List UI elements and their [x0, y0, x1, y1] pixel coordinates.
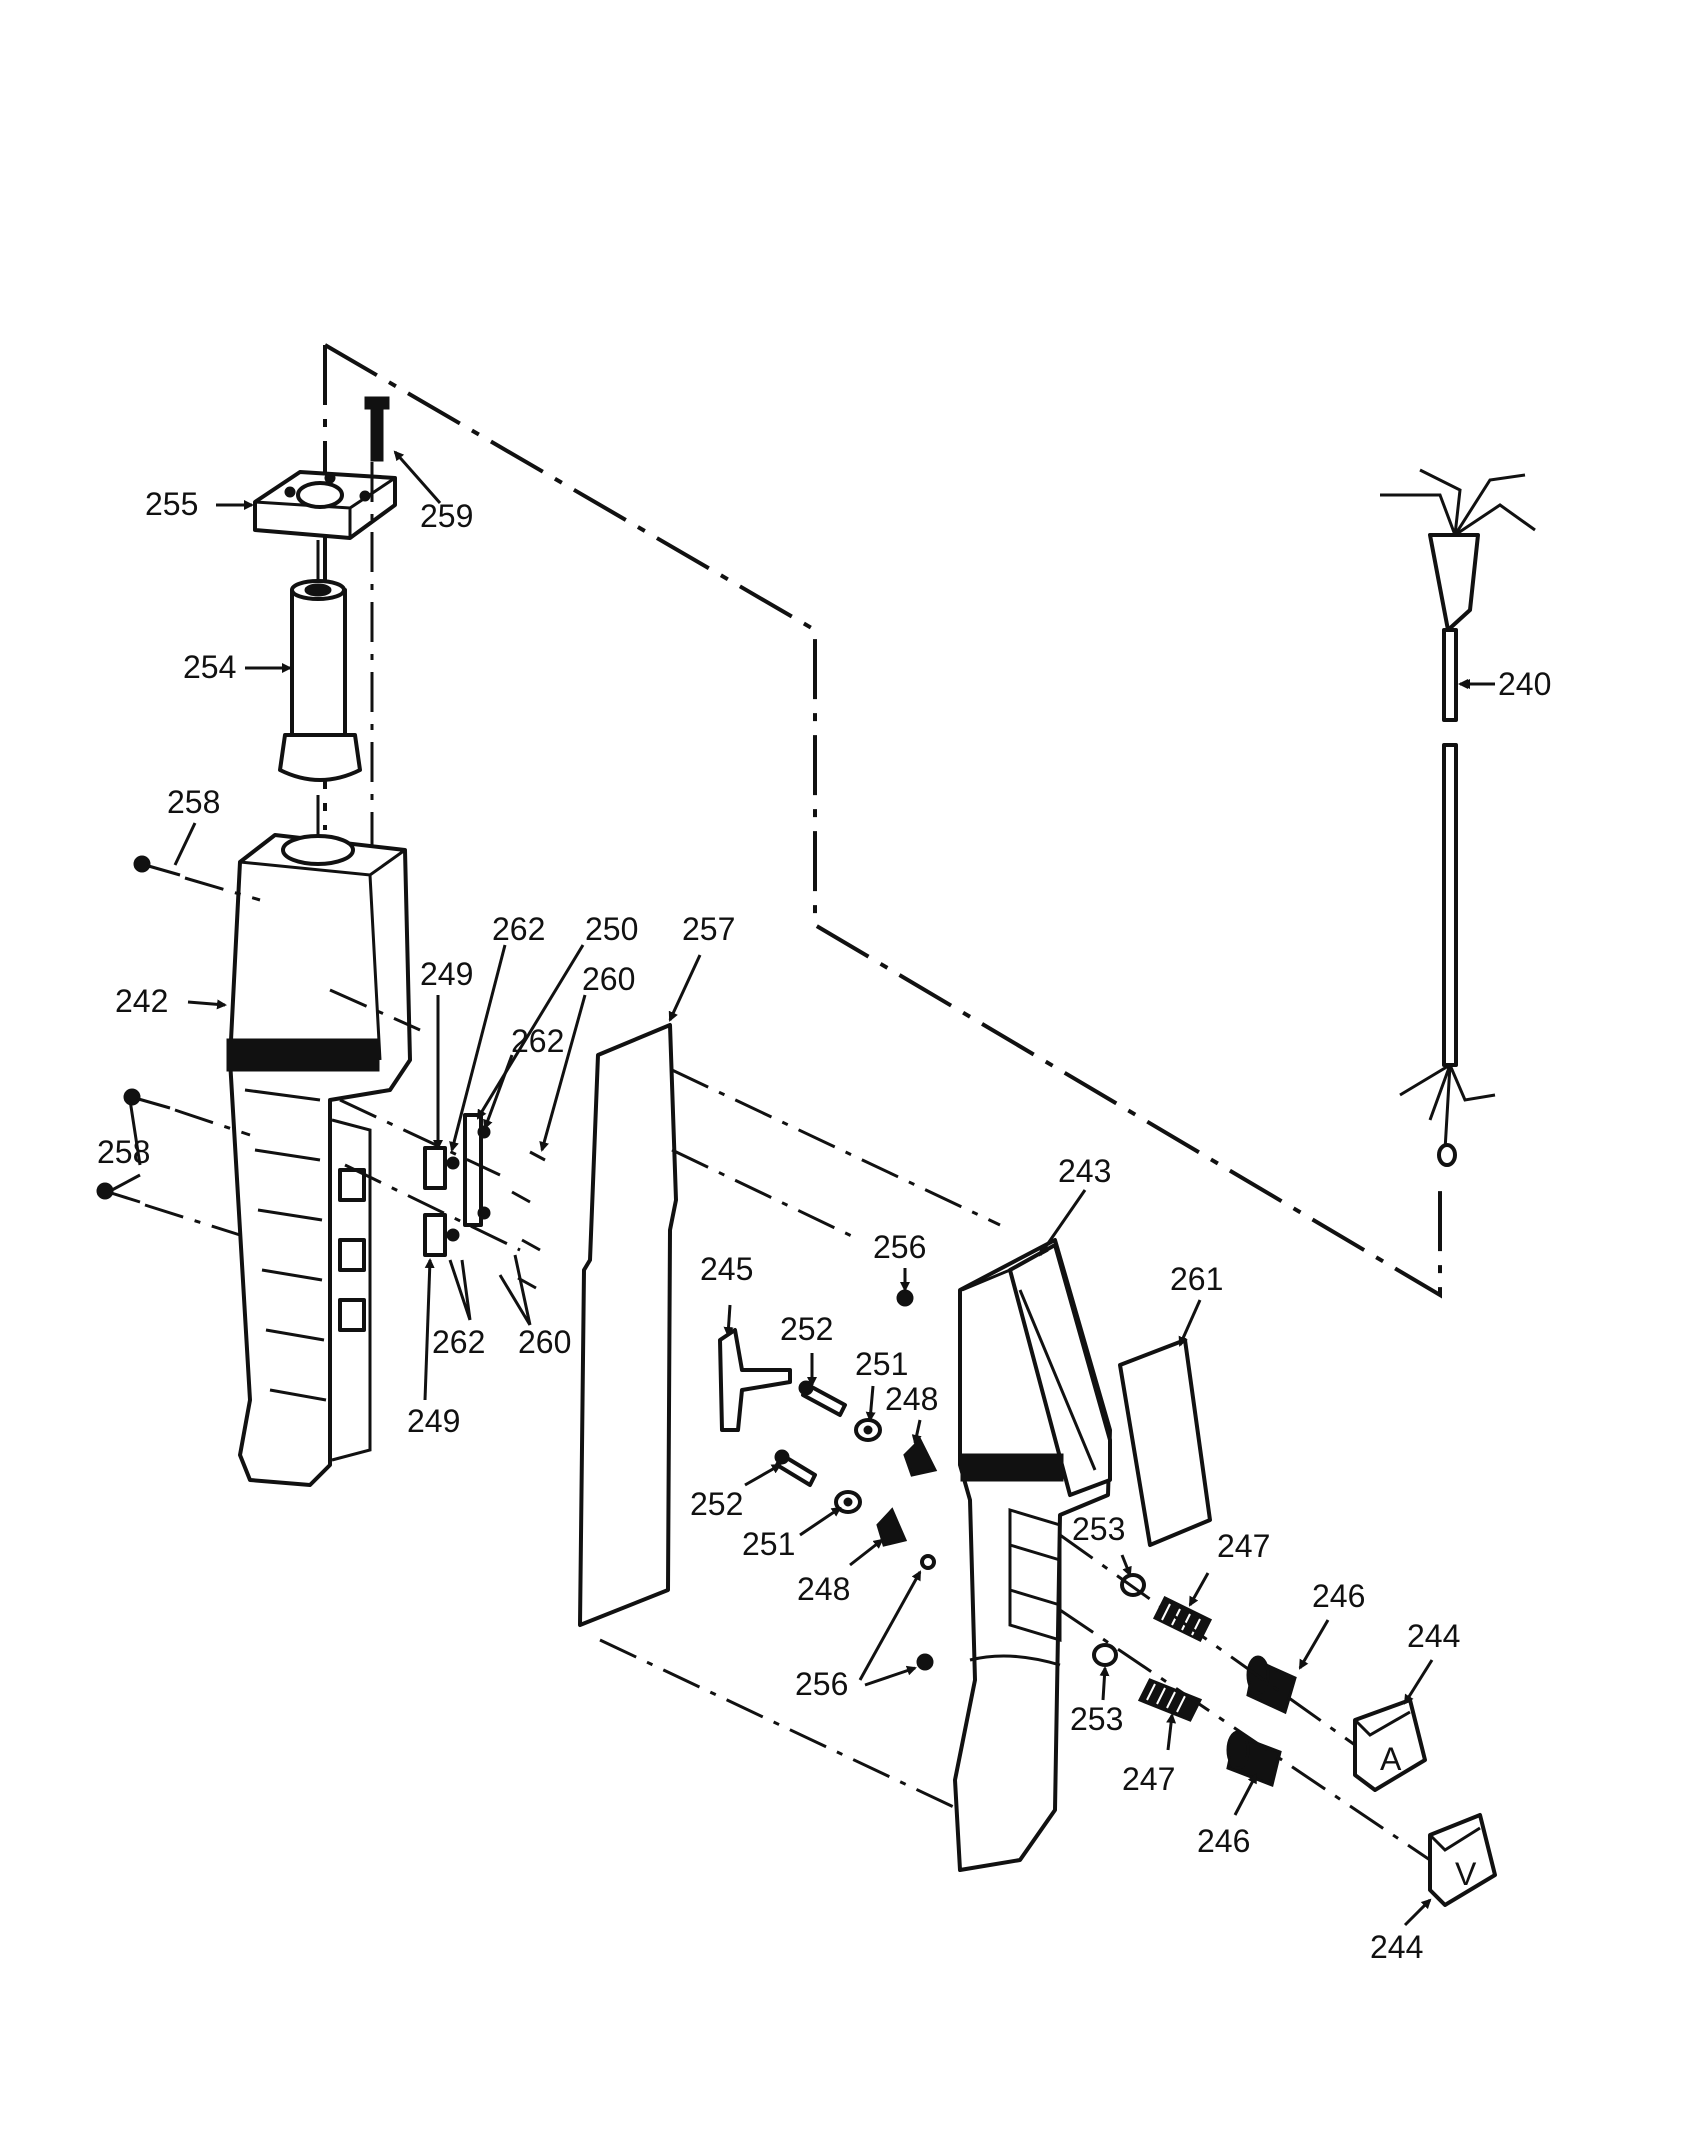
label-257: 257 — [682, 911, 735, 947]
nut-256-mid — [920, 1554, 936, 1570]
label-252-top: 252 — [780, 1311, 833, 1347]
label-253-top: 253 — [1072, 1511, 1125, 1547]
nut-256-top — [896, 1289, 914, 1307]
label-248-low: 248 — [797, 1571, 850, 1607]
button-244-down: V — [1428, 1813, 1497, 1907]
leader-lines — [111, 450, 1495, 1927]
label-plate-261 — [1118, 1338, 1212, 1547]
button-244-up: A — [1353, 1698, 1427, 1792]
spring-pin-252-upper — [798, 1380, 847, 1417]
washer-253-lower — [1092, 1643, 1118, 1667]
label-245: 245 — [700, 1251, 753, 1287]
label-260-low: 260 — [518, 1324, 571, 1360]
gasket-257 — [578, 1023, 678, 1627]
label-260-top: 260 — [582, 961, 635, 997]
label-247-low: 247 — [1122, 1761, 1175, 1797]
contact-plate-250 — [463, 1113, 491, 1227]
label-255: 255 — [145, 486, 198, 522]
screw-258-low — [96, 1182, 141, 1204]
label-262-mid: 262 — [511, 1023, 564, 1059]
washer-251-upper — [854, 1418, 882, 1442]
label-248-top: 248 — [885, 1381, 938, 1417]
label-243: 243 — [1058, 1153, 1111, 1189]
label-246-low: 246 — [1197, 1823, 1250, 1859]
screw-259 — [364, 396, 390, 462]
label-249-top: 249 — [420, 956, 473, 992]
pendant-cable-240 — [1380, 468, 1536, 1167]
label-259: 259 — [420, 498, 473, 534]
spring-pin-252-lower — [774, 1449, 817, 1487]
spring-247-upper — [1152, 1595, 1213, 1643]
housing-front-243 — [953, 1238, 1112, 1872]
contact-bracket-249-lower — [423, 1213, 460, 1257]
label-246-top: 246 — [1312, 1578, 1365, 1614]
plunger-246-upper — [1246, 1655, 1297, 1715]
label-251-low: 251 — [742, 1526, 795, 1562]
washer-251-lower — [834, 1490, 862, 1514]
label-244-low: 244 — [1370, 1929, 1423, 1965]
label-250: 250 — [585, 911, 638, 947]
label-262-top: 262 — [492, 911, 545, 947]
down-glyph: V — [1455, 1856, 1477, 1892]
cone-248-upper — [903, 1437, 938, 1477]
label-254: 254 — [183, 649, 236, 685]
label-244-top: 244 — [1407, 1618, 1460, 1654]
mounting-plate-255 — [253, 470, 397, 540]
label-256-low: 256 — [795, 1666, 848, 1702]
up-glyph: A — [1380, 1741, 1402, 1777]
screw-258-top — [133, 855, 181, 877]
housing-rear-242 — [226, 833, 412, 1487]
cable-sleeve-254 — [278, 579, 362, 782]
label-247-top: 247 — [1217, 1528, 1270, 1564]
label-258-top: 258 — [167, 784, 220, 820]
label-240: 240 — [1498, 666, 1551, 702]
label-252-low: 252 — [690, 1486, 743, 1522]
nut-256-low — [916, 1653, 934, 1671]
label-258-low: 258 — [97, 1134, 150, 1170]
label-253-low: 253 — [1070, 1701, 1123, 1737]
cord-routing-line — [323, 343, 1442, 1299]
screw-258-mid — [123, 1088, 171, 1110]
label-249-low: 249 — [407, 1403, 460, 1439]
contact-piece-245 — [718, 1328, 792, 1432]
label-262-low: 262 — [432, 1324, 485, 1360]
label-261: 261 — [1170, 1261, 1223, 1297]
cone-248-lower — [876, 1507, 908, 1547]
label-256-top: 256 — [873, 1229, 926, 1265]
label-251-top: 251 — [855, 1346, 908, 1382]
label-242: 242 — [115, 983, 168, 1019]
